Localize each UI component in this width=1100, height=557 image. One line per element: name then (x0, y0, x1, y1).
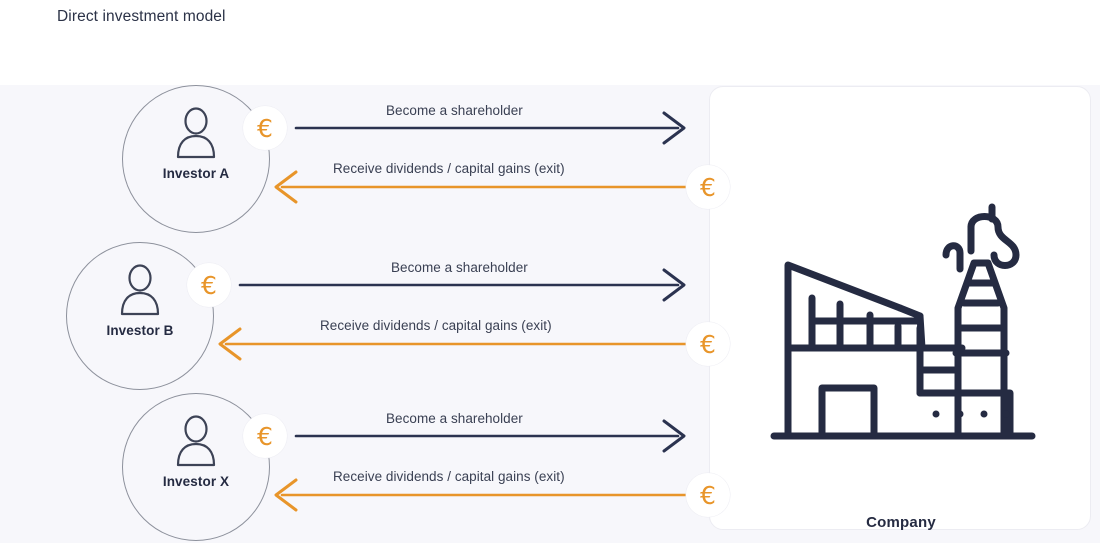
flow-label-inbound-b: Receive dividends / capital gains (exit) (320, 318, 552, 333)
person-icon (176, 107, 216, 159)
arrow-inbound-b (218, 327, 692, 361)
company-label: Company (866, 514, 936, 531)
person-icon (176, 415, 216, 467)
flow-label-outbound-a: Become a shareholder (386, 103, 523, 118)
flow-label-outbound-b: Become a shareholder (391, 260, 528, 275)
person-icon (120, 264, 160, 316)
investor-label: Investor B (106, 323, 174, 338)
flow-label-inbound-x: Receive dividends / capital gains (exit) (333, 469, 565, 484)
euro-icon-investor-b: € (187, 263, 231, 307)
arrow-inbound-x (274, 478, 692, 512)
investor-circle (122, 85, 270, 233)
euro-icon-investor-x: € (243, 414, 287, 458)
investor-circle (66, 242, 214, 390)
euro-icon-company-b: € (686, 322, 730, 366)
investor-node-a[interactable]: Investor A (122, 85, 270, 233)
euro-icon-investor-a: € (243, 106, 287, 150)
flow-label-outbound-x: Become a shareholder (386, 411, 523, 426)
investor-node-b[interactable]: Investor B (66, 242, 214, 390)
arrow-inbound-a (274, 170, 692, 204)
factory-icon (770, 203, 1036, 440)
investor-node-x[interactable]: Investor X (122, 393, 270, 541)
euro-icon-company-x: € (686, 473, 730, 517)
investor-circle (122, 393, 270, 541)
investor-label: Investor X (162, 474, 230, 489)
investor-label: Investor A (162, 166, 230, 181)
euro-icon-company-a: € (686, 165, 730, 209)
flow-label-inbound-a: Receive dividends / capital gains (exit) (333, 161, 565, 176)
page-title: Direct investment model (57, 8, 226, 25)
company-panel[interactable]: Company (709, 86, 1091, 531)
